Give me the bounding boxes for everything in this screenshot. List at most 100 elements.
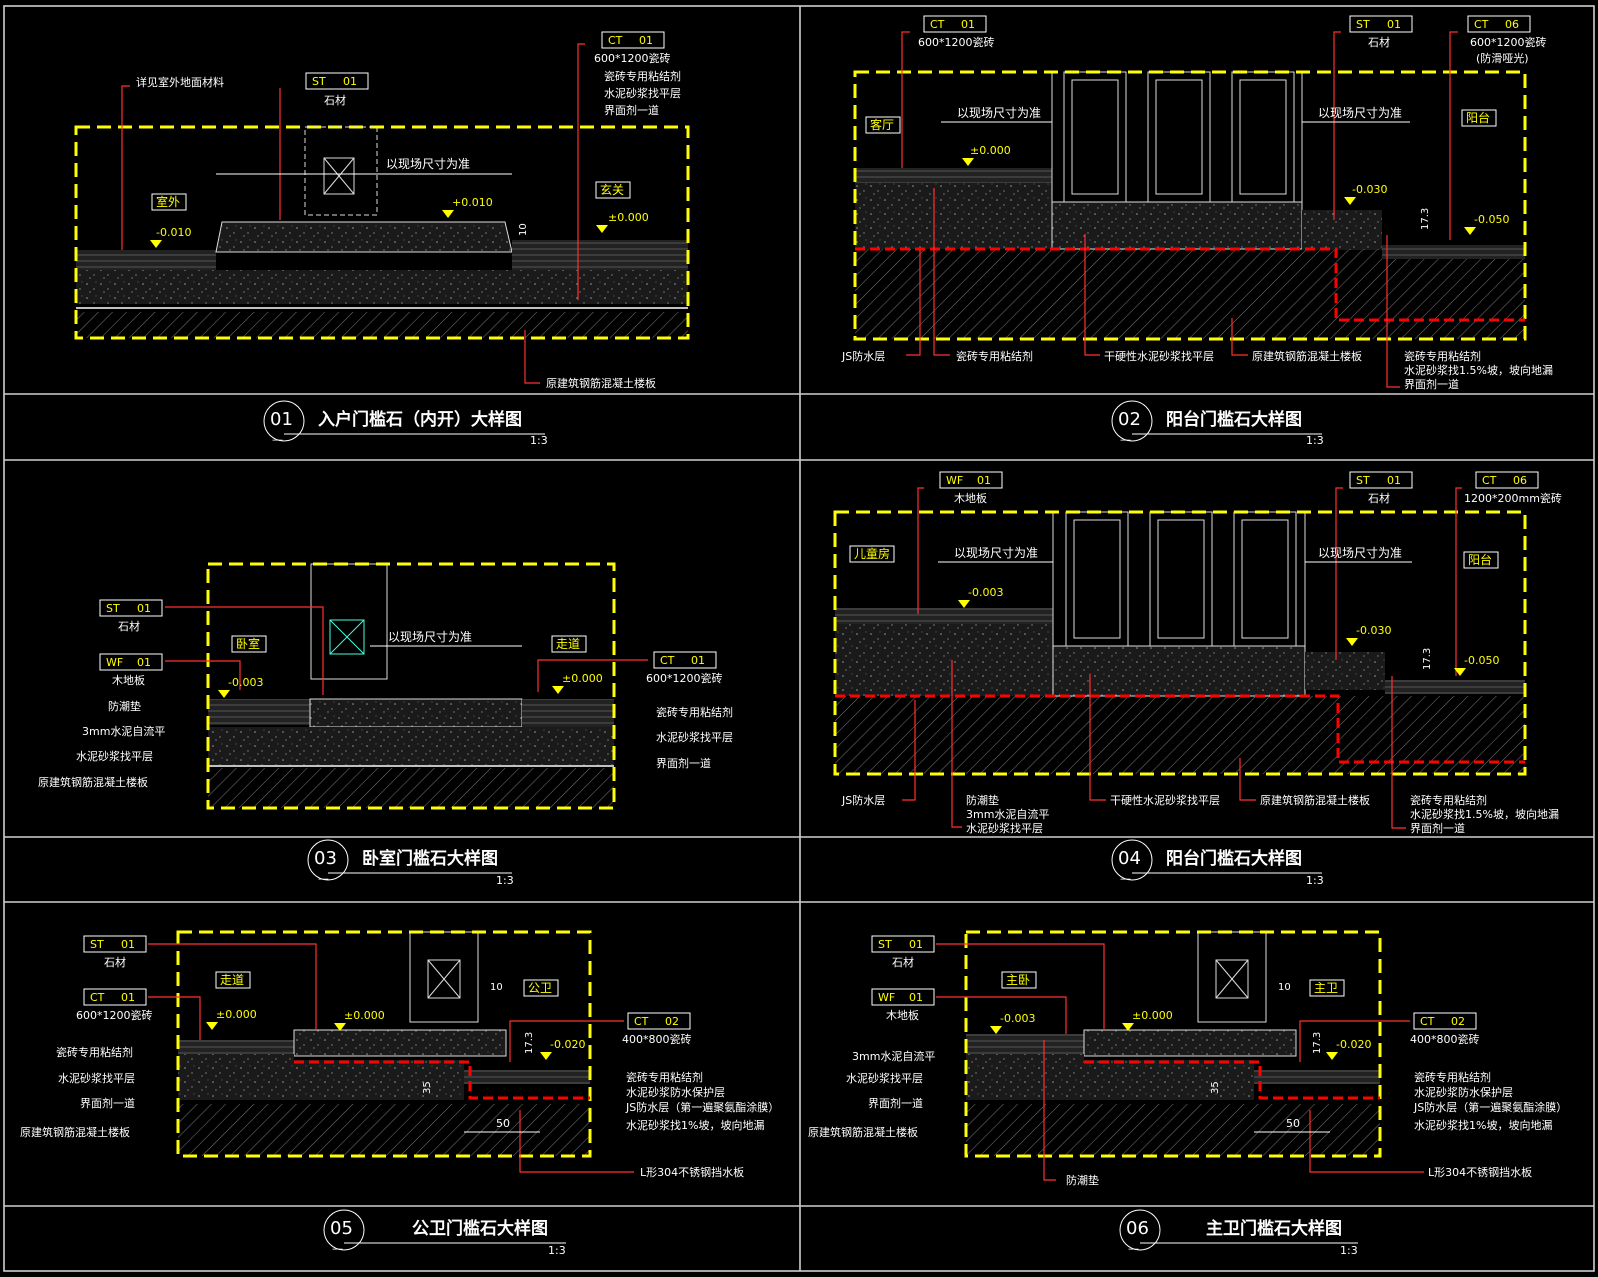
svg-text:3mm水泥自流平: 3mm水泥自流平 xyxy=(852,1049,935,1063)
title-text: 阳台门槛石大样图 xyxy=(1166,409,1302,430)
tag-ct: CT 06 1200*200mm瓷砖 xyxy=(1464,471,1562,505)
svg-text:400*800瓷砖: 400*800瓷砖 xyxy=(622,1032,692,1046)
svg-text:水泥砂浆找平层: 水泥砂浆找平层 xyxy=(656,730,733,744)
svg-text:10: 10 xyxy=(1278,982,1291,993)
svg-text:50: 50 xyxy=(1286,1117,1300,1130)
section-body xyxy=(208,698,614,808)
svg-text:17.3: 17.3 xyxy=(524,1032,535,1054)
title-scale: 1:3 xyxy=(1306,874,1324,887)
svg-text:17.3: 17.3 xyxy=(1422,648,1433,670)
svg-text:L形304不锈钢挡水板: L形304不锈钢挡水板 xyxy=(1428,1165,1532,1179)
svg-text:WF: WF xyxy=(946,474,963,487)
svg-text:-0.003: -0.003 xyxy=(1000,1012,1035,1025)
svg-text:02: 02 xyxy=(665,1015,679,1028)
svg-text:CT: CT xyxy=(634,1015,649,1028)
svg-text:600*1200瓷砖: 600*1200瓷砖 xyxy=(1470,35,1547,49)
svg-text:界面剂一道: 界面剂一道 xyxy=(1410,821,1465,835)
svg-text:17.3: 17.3 xyxy=(1420,208,1431,230)
svg-text:水泥砂浆找1.5%坡，坡向地漏: 水泥砂浆找1.5%坡，坡向地漏 xyxy=(1404,363,1553,377)
room-labels: 儿童房 阳台 xyxy=(849,545,1499,569)
door-frame xyxy=(1197,931,1267,1023)
svg-text:-0.020: -0.020 xyxy=(1336,1038,1371,1051)
svg-text:防潮垫: 防潮垫 xyxy=(1066,1173,1099,1187)
svg-text:01: 01 xyxy=(137,602,151,615)
door-frame xyxy=(310,563,388,680)
svg-text:水泥砂浆找1%坡，坡向地漏: 水泥砂浆找1%坡，坡向地漏 xyxy=(1414,1118,1552,1132)
panel-05: 公卫门槛石大样图 05 — 1:3 ST 01 石材 CT 01 600*120… xyxy=(20,930,779,1257)
title-number: 05 xyxy=(330,1218,353,1239)
svg-text:01: 01 xyxy=(691,654,705,667)
svg-text:600*1200瓷砖: 600*1200瓷砖 xyxy=(646,671,723,685)
svg-text:-0.030: -0.030 xyxy=(1356,624,1391,637)
title-number: 06 xyxy=(1126,1218,1149,1239)
tag-st: ST 01 石材 xyxy=(83,935,147,969)
svg-text:01: 01 xyxy=(1387,18,1401,31)
title-circle xyxy=(323,1209,365,1251)
svg-text:走道: 走道 xyxy=(220,973,244,987)
title-text: 主卫门槛石大样图 xyxy=(1206,1218,1342,1239)
svg-text:干硬性水泥砂浆找平层: 干硬性水泥砂浆找平层 xyxy=(1110,793,1220,807)
svg-text:-0.003: -0.003 xyxy=(968,586,1003,599)
svg-text:主卧: 主卧 xyxy=(1006,973,1030,987)
svg-text:瓷砖专用粘结剂: 瓷砖专用粘结剂 xyxy=(604,69,681,83)
svg-text:01: 01 xyxy=(137,656,151,669)
waterproof-line xyxy=(294,1060,590,1100)
svg-text:CT: CT xyxy=(660,654,675,667)
title-number: 02 xyxy=(1118,409,1141,430)
tag-ct-02: CT 02 400*800瓷砖 xyxy=(1410,1012,1480,1046)
room-labels: 卧室 走道 xyxy=(231,635,587,653)
svg-text:界面剂一道: 界面剂一道 xyxy=(656,756,711,770)
svg-text:原建筑钢筋混凝土楼板: 原建筑钢筋混凝土楼板 xyxy=(1260,793,1370,807)
svg-text:瓷砖专用粘结剂: 瓷砖专用粘结剂 xyxy=(656,705,733,719)
svg-text:(防滑哑光): (防滑哑光) xyxy=(1476,51,1529,65)
svg-text:石材: 石材 xyxy=(104,955,126,969)
svg-text:±0.000: ±0.000 xyxy=(216,1008,257,1021)
svg-text:瓷砖专用粘结剂: 瓷砖专用粘结剂 xyxy=(956,349,1033,363)
svg-text:儿童房: 儿童房 xyxy=(854,546,890,561)
section-body xyxy=(178,1029,590,1156)
svg-text:原建筑钢筋混凝土楼板: 原建筑钢筋混凝土楼板 xyxy=(1252,349,1362,363)
svg-text:CT: CT xyxy=(1482,474,1497,487)
tag-st: ST 01 石材 xyxy=(99,599,163,633)
svg-text:木地板: 木地板 xyxy=(954,491,987,505)
title-scale: 1:3 xyxy=(1340,1244,1358,1257)
title-scale: 1:3 xyxy=(548,1244,566,1257)
svg-text:水泥砂浆防水保护层: 水泥砂浆防水保护层 xyxy=(626,1085,725,1099)
svg-text:界面剂一道: 界面剂一道 xyxy=(604,103,659,117)
title-circle xyxy=(1119,1209,1161,1251)
svg-text:06: 06 xyxy=(1505,18,1519,31)
tag-wf: WF 01 木地板 xyxy=(99,653,163,687)
svg-text:阳台: 阳台 xyxy=(1466,110,1490,125)
svg-text:CT: CT xyxy=(90,991,105,1004)
svg-text:ST: ST xyxy=(1356,474,1370,487)
leaders xyxy=(936,943,1424,1181)
levels: -0.003 -0.030 -0.050 xyxy=(958,586,1499,676)
section-body xyxy=(855,168,1525,339)
leaders xyxy=(121,43,585,384)
panel-04: 阳台门槛石大样图 04 — 1:3 WF 01 木地板 ST 01 石材 CT … xyxy=(833,471,1562,887)
tag-ct-01: CT 01 600*1200瓷砖 xyxy=(76,988,153,1022)
tag-wf: WF 01 木地板 xyxy=(939,471,1003,505)
section-body xyxy=(76,221,688,338)
title-text: 入户门槛石（内开）大样图 xyxy=(318,409,522,430)
svg-text:玄关: 玄关 xyxy=(600,182,624,197)
svg-text:卧室: 卧室 xyxy=(236,636,260,651)
svg-text:06: 06 xyxy=(1513,474,1527,487)
svg-text:ST: ST xyxy=(878,938,892,951)
svg-text:石材: 石材 xyxy=(1368,35,1390,49)
svg-text:原建筑钢筋混凝土楼板: 原建筑钢筋混凝土楼板 xyxy=(546,376,656,390)
levels: -0.003 ±0.000 xyxy=(218,672,603,698)
panel-03: 卧室门槛石大样图 03 — 1:3 ST 01 石材 WF 01 木地板 CT … xyxy=(38,562,733,887)
svg-text:JS防水层（第一遍聚氨酯涂膜）: JS防水层（第一遍聚氨酯涂膜） xyxy=(1413,1100,1567,1114)
svg-text:-0.050: -0.050 xyxy=(1464,654,1499,667)
svg-text:以现场尺寸为准: 以现场尺寸为准 xyxy=(386,157,470,171)
window-frames xyxy=(1051,71,1303,203)
svg-text:WF: WF xyxy=(878,991,895,1004)
svg-text:CT: CT xyxy=(1474,18,1489,31)
svg-text:以现场尺寸为准: 以现场尺寸为准 xyxy=(1318,546,1402,560)
svg-text:400*800瓷砖: 400*800瓷砖 xyxy=(1410,1032,1480,1046)
dimensions: 以现场尺寸为准 以现场尺寸为准 17.3 xyxy=(941,106,1431,230)
title-number: 03 xyxy=(314,848,337,869)
svg-text:-0.030: -0.030 xyxy=(1352,183,1387,196)
